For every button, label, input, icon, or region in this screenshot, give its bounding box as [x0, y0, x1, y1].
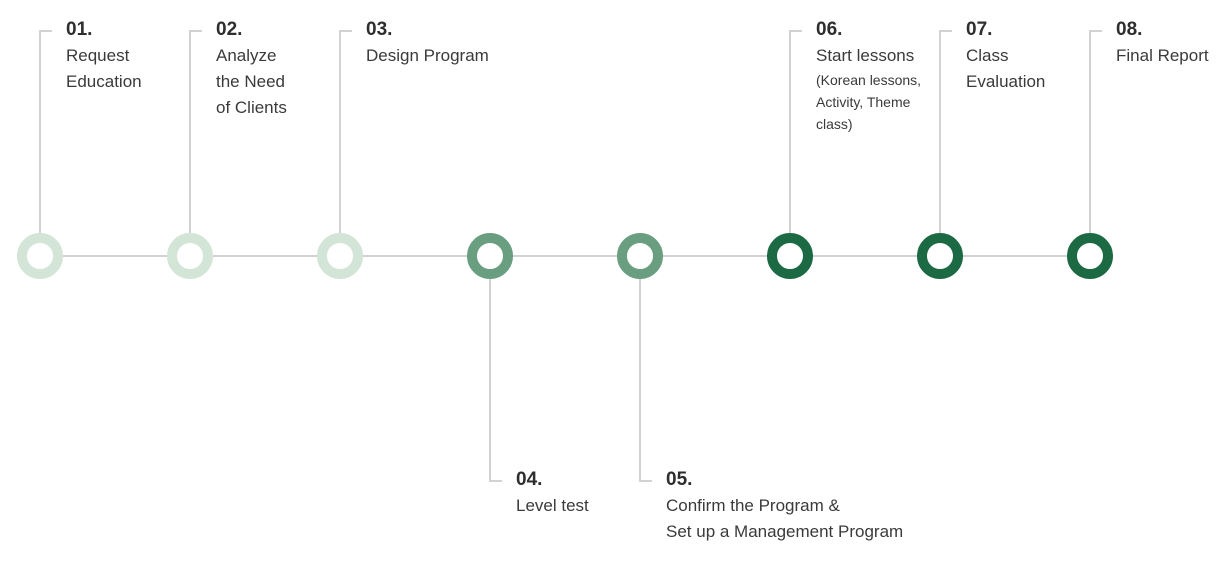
step-number: 04. — [516, 469, 543, 490]
step-tick — [939, 30, 952, 32]
step-title: Design Program — [366, 46, 489, 65]
step-tick — [789, 30, 802, 32]
step-connector — [639, 279, 641, 482]
step-number: 01. — [66, 19, 93, 40]
step-note: (Korean lessons, Activity, Theme class) — [816, 72, 922, 132]
step-node — [767, 233, 813, 279]
step-connector — [339, 30, 341, 233]
step-tick — [489, 480, 502, 482]
step-title: Level test — [516, 496, 589, 515]
step-node — [917, 233, 963, 279]
step-label: 02. Analyze the Need of Clients — [216, 17, 476, 121]
step-title: Confirm the Program & Set up a Managemen… — [666, 496, 904, 541]
step-connector — [939, 30, 941, 233]
step-number: 02. — [216, 19, 243, 40]
step-tick — [1089, 30, 1102, 32]
step-connector — [489, 279, 491, 482]
step-title: Final Report — [1116, 46, 1209, 65]
step-number: 06. — [816, 19, 843, 40]
step-node — [167, 233, 213, 279]
step-title: Request Education — [66, 46, 142, 91]
step-node — [1067, 233, 1113, 279]
step-node — [317, 233, 363, 279]
step-label: 05. Confirm the Program & Set up a Manag… — [666, 467, 926, 545]
step-number: 07. — [966, 19, 993, 40]
step-tick — [639, 480, 652, 482]
step-label: 04. Level test — [516, 467, 776, 519]
timeline-line — [40, 255, 1090, 257]
step-tick — [39, 30, 52, 32]
step-label: 03. Design Program — [366, 17, 626, 69]
step-title: Start lessons — [816, 46, 915, 65]
step-connector — [189, 30, 191, 233]
step-connector — [1089, 30, 1091, 233]
step-connector — [789, 30, 791, 233]
step-number: 08. — [1116, 19, 1143, 40]
step-label: 01. Request Education — [66, 17, 326, 95]
step-connector — [39, 30, 41, 233]
step-node — [617, 233, 663, 279]
step-label: 06. Start lessons (Korean lessons, Activ… — [816, 17, 1076, 135]
step-number: 05. — [666, 469, 693, 490]
step-label: 07. Class Evaluation — [966, 17, 1226, 95]
step-tick — [189, 30, 202, 32]
step-number: 03. — [366, 19, 393, 40]
step-label: 08. Final Report — [1116, 17, 1226, 69]
step-node — [467, 233, 513, 279]
step-title: Analyze the Need of Clients — [216, 46, 287, 117]
step-tick — [339, 30, 352, 32]
step-title: Class Evaluation — [966, 46, 1046, 91]
step-node — [17, 233, 63, 279]
